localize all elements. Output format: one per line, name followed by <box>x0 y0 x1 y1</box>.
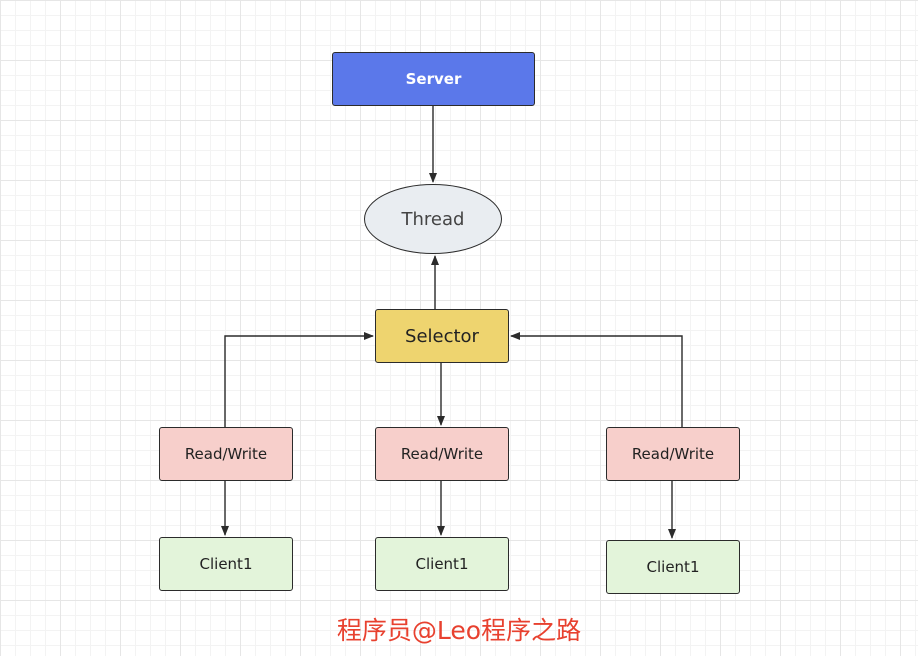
client-label-2: Client1 <box>415 555 469 573</box>
selector-node: Selector <box>375 309 509 363</box>
read-write-label-3: Read/Write <box>631 445 715 463</box>
read-write-node-1: Read/Write <box>159 427 293 481</box>
server-label: Server <box>405 70 462 88</box>
read-write-node-3: Read/Write <box>606 427 740 481</box>
client-node-1: Client1 <box>159 537 293 591</box>
read-write-label-1: Read/Write <box>184 445 268 463</box>
edge-rw1-to-selector <box>224 332 374 427</box>
selector-label: Selector <box>405 325 479 347</box>
watermark-text: 程序员@Leo程序之路 <box>336 616 582 645</box>
server-node: Server <box>332 52 535 106</box>
read-write-node-2: Read/Write <box>375 427 509 481</box>
edge-rw3-to-selector <box>510 332 683 427</box>
thread-label: Thread <box>401 208 465 230</box>
client-label-3: Client1 <box>646 558 700 576</box>
client-node-2: Client1 <box>375 537 509 591</box>
thread-node: Thread <box>364 184 502 254</box>
client-label-1: Client1 <box>199 555 253 573</box>
read-write-label-2: Read/Write <box>400 445 484 463</box>
client-node-3: Client1 <box>606 540 740 594</box>
